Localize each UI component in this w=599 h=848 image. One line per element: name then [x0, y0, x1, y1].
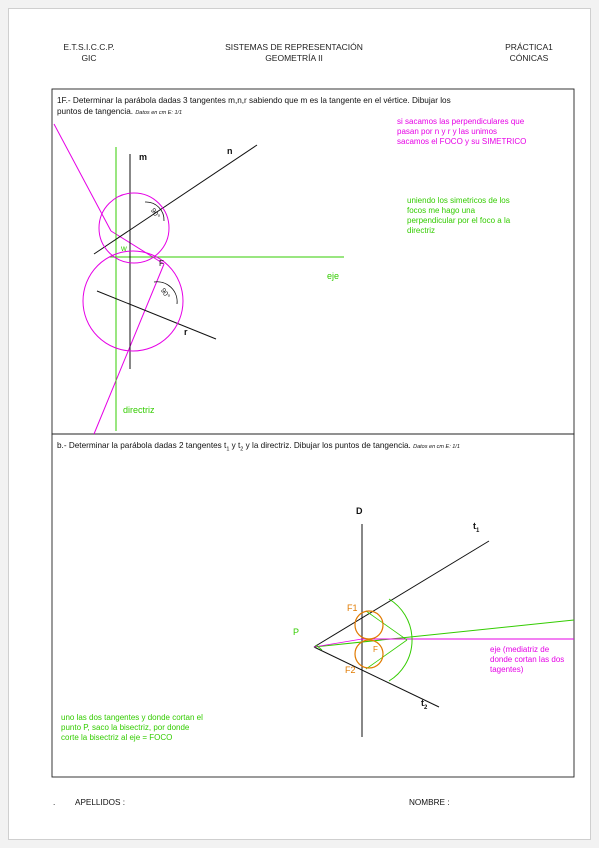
label-F1: F1 [347, 603, 358, 613]
orange-circle-upper [354, 610, 384, 640]
label-r: r [184, 327, 188, 337]
tangent-t2 [313, 646, 440, 708]
label-t2: t2 [421, 698, 427, 713]
section2-title-end: y la directriz. Dibujar los puntos de ta… [243, 441, 411, 450]
label-m: m [139, 152, 148, 162]
practice-sub: CÓNICAS [509, 53, 549, 63]
tangent-n [93, 144, 258, 255]
section2-title-start: b.- Determinar la parábola dadas 2 tange… [57, 441, 227, 450]
practice-name: PRÁCTICA1 [505, 42, 553, 52]
worksheet-page: E.T.S.I.C.C.P. GIC SISTEMAS DE REPRESENT… [8, 8, 591, 840]
tangent-t1 [313, 540, 490, 648]
eje-segment [313, 638, 363, 648]
circle-lower [82, 250, 184, 352]
footer-dot: . [53, 798, 56, 807]
label-t1-letter: t [473, 521, 476, 531]
section2-note-magenta: eje (mediatriz de donde cortan las dos t… [490, 645, 565, 674]
section2-title-sub1: 1 [226, 446, 230, 453]
label-eje: eje [327, 271, 340, 281]
circle-upper [98, 192, 170, 264]
drawing-canvas [51, 88, 575, 778]
angle-arc-lower [153, 281, 178, 305]
label-directriz: directriz [123, 405, 155, 415]
label-w: w [121, 244, 127, 253]
school-sub: GIC [81, 53, 97, 63]
tangent-r [96, 290, 217, 340]
header-school: E.T.S.I.C.C.P. GIC [49, 42, 129, 64]
angle-arc-upper [144, 201, 165, 222]
label-t2-letter: t [421, 698, 424, 708]
section1-data-note: Datos en cm E: 1/1 [135, 109, 183, 116]
bisectriz-line [313, 619, 575, 648]
section2-title-sub2: 2 [240, 446, 244, 453]
label-F: F [159, 259, 164, 268]
subject-name: SISTEMAS DE REPRESENTACIÓN [225, 42, 363, 52]
label-D: D [356, 506, 363, 516]
section1-title-line1: 1F.- Determinar la parábola dadas 3 tang… [57, 96, 451, 105]
section1-title: 1F.- Determinar la parábola dadas 3 tang… [57, 96, 567, 118]
school-name: E.T.S.I.C.C.P. [63, 42, 115, 52]
green-chord-lower [365, 639, 408, 670]
label-n: n [227, 146, 233, 156]
magenta-perpendicular-line-lower [93, 263, 165, 435]
point-P-mark [315, 644, 323, 651]
header-practice: PRÁCTICA1 CÓNICAS [489, 42, 569, 64]
section2-title-mid: y t [229, 441, 241, 450]
label-t1: t1 [473, 521, 479, 536]
green-arc [388, 598, 413, 682]
label-t2-sub: 2 [424, 704, 428, 711]
header-subject: SISTEMAS DE REPRESENTACIÓN GEOMETRÍA II [179, 42, 409, 64]
section1-note-green: uniendo los simetricos de los focos me h… [407, 196, 511, 235]
section1-title-line2: puntos de tangencia. [57, 106, 134, 116]
orange-circle-lower [354, 639, 384, 669]
footer-apellidos: APELLIDOS : [75, 798, 126, 807]
label-F2: F2 [345, 665, 356, 675]
section2-title: b.- Determinar la parábola dadas 2 tange… [57, 441, 572, 455]
subject-sub: GEOMETRÍA II [265, 53, 323, 63]
green-chord-upper [365, 610, 408, 641]
label-F-center: F [373, 645, 378, 654]
section2-note-green: uno las dos tangentes y donde cortan el … [61, 713, 203, 742]
section1-note-magenta: si sacamos las perpendiculares que pasan… [397, 117, 527, 146]
label-P: P [293, 627, 300, 637]
section2-frame [51, 433, 575, 778]
label-t1-sub: 1 [476, 527, 480, 534]
section2-data-note: Datos en cm E: 1/1 [413, 444, 460, 450]
magenta-perpendicular-line-upper [53, 123, 112, 232]
footer-nombre: NOMBRE : [409, 798, 450, 807]
